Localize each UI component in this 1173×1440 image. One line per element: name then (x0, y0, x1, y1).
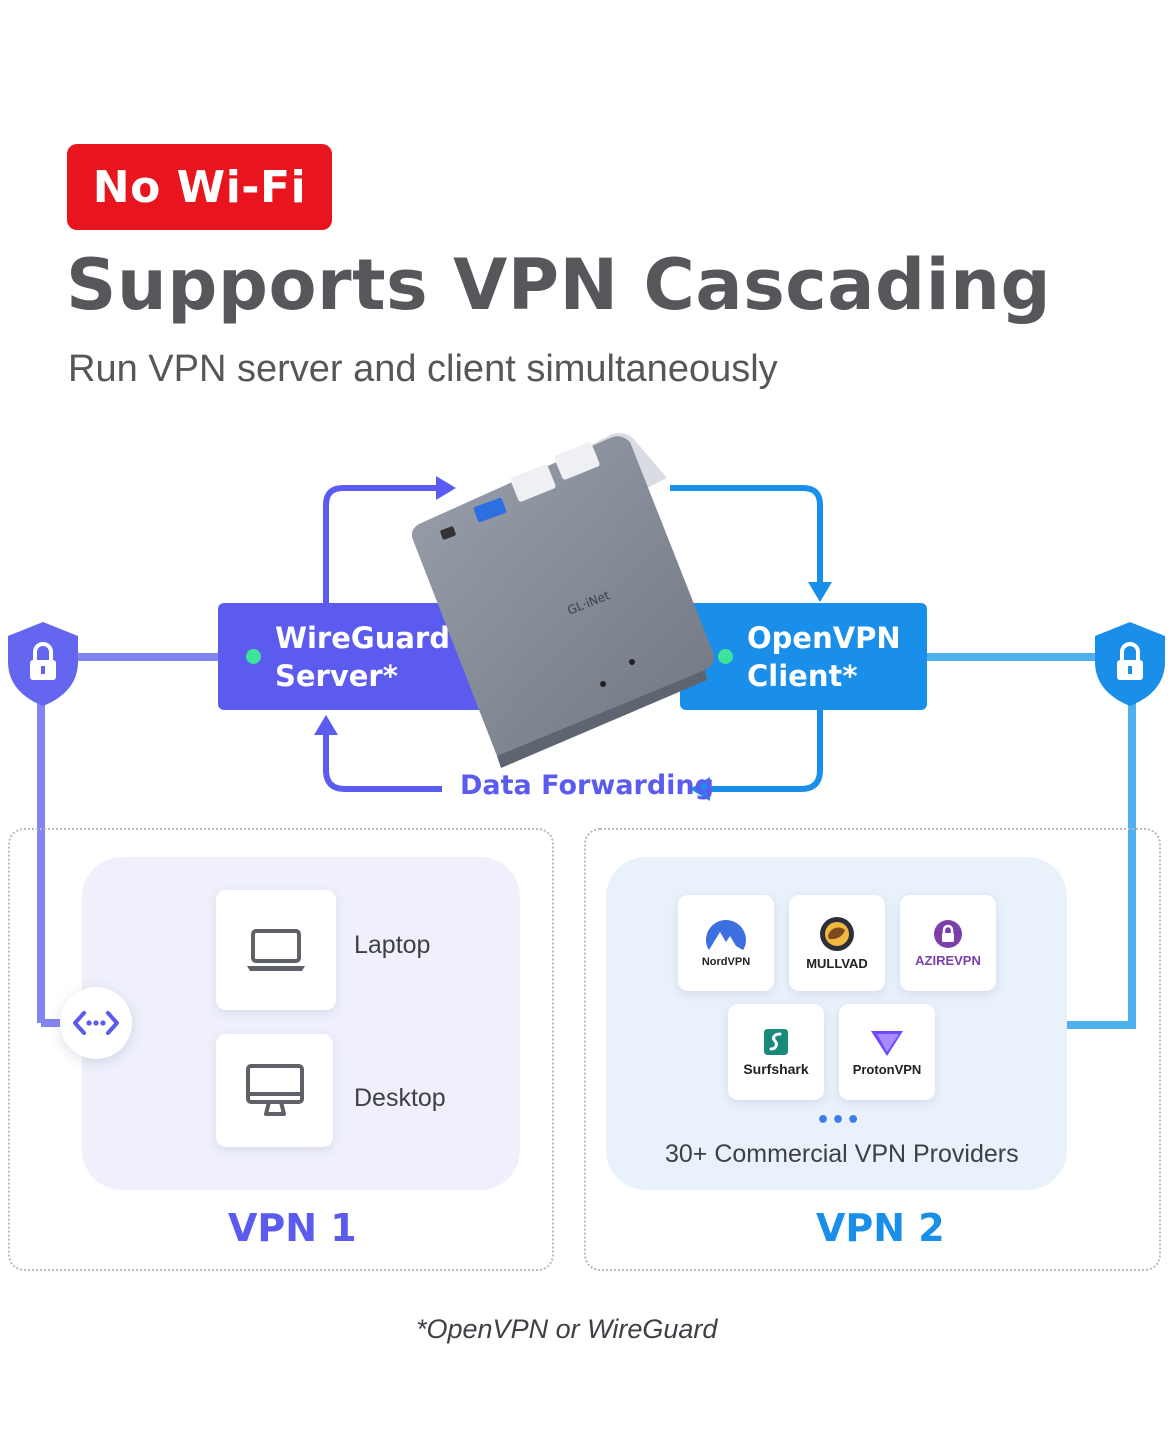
arrowhead-wg-to-device (436, 476, 456, 500)
arrow-ovpn-to-forwarding (706, 710, 823, 792)
surfshark-tile: Surfshark (728, 1004, 824, 1100)
laptop-icon (247, 929, 305, 971)
more-providers-dots: ••• (816, 1108, 862, 1133)
shield-lock-icon-right (1090, 618, 1170, 708)
arrow-device-to-ovpn (670, 485, 823, 585)
protonvpn-tile: ProtonVPN (839, 1004, 935, 1100)
data-forwarding-label: Data Forwarding (460, 770, 714, 801)
shield-lock-icon-left (3, 618, 83, 708)
network-share-icon (60, 987, 132, 1059)
page-subtitle: Run VPN server and client simultaneously (68, 348, 778, 390)
openvpn-client-pill: OpenVPN Client* (680, 603, 927, 710)
desktop-label: Desktop (354, 1084, 446, 1112)
openvpn-line1: OpenVPN (747, 620, 901, 655)
laptop-tile (216, 890, 336, 1010)
page-title: Supports VPN Cascading (66, 244, 1052, 326)
nordvpn-name: NordVPN (701, 956, 751, 968)
vpn1-label: VPN 1 (228, 1206, 357, 1250)
surfshark-logo (764, 1029, 788, 1055)
no-wifi-badge: No Wi-Fi (67, 144, 332, 230)
azirevpn-logo (934, 919, 962, 948)
arrow-forwarding-to-wg (323, 732, 442, 792)
vpn2-zone (584, 828, 1161, 1271)
mullvad-tile: MULLVAD (789, 895, 885, 991)
nordvpn-tile: NordVPN (678, 895, 774, 991)
openvpn-line2: Client* (747, 658, 858, 693)
mullvad-name: MULLVAD (806, 955, 868, 971)
arrowhead-forwarding-to-wg (314, 715, 338, 735)
status-dot (246, 649, 261, 664)
mullvad-logo (820, 916, 854, 951)
providers-caption: 30+ Commercial VPN Providers (665, 1140, 1019, 1168)
wireguard-line1: WireGuard (275, 620, 450, 655)
arrow-wg-to-device (323, 485, 440, 603)
azirevpn-name: AZIREVPN (915, 952, 981, 968)
desktop-monitor-icon (245, 1063, 304, 1116)
laptop-label: Laptop (354, 931, 431, 959)
surfshark-name: Surfshark (743, 1061, 809, 1077)
footnote: *OpenVPN or WireGuard (416, 1314, 718, 1344)
status-dot (718, 649, 733, 664)
router-device: GL·iNet (405, 430, 725, 770)
vpn1-zone (8, 828, 554, 1271)
protonvpn-name: ProtonVPN (852, 1061, 922, 1077)
wireguard-line2: Server* (275, 658, 398, 693)
azirevpn-tile: AZIREVPN (900, 895, 996, 991)
vpn2-label: VPN 2 (816, 1206, 945, 1250)
nordvpn-logo (706, 920, 746, 950)
arrowhead-ovpn-to-forwarding (690, 777, 710, 801)
badge-label: No Wi-Fi (92, 161, 307, 213)
arrowhead-device-to-ovpn (808, 582, 832, 602)
protonvpn-logo (871, 1030, 903, 1056)
desktop-tile (216, 1034, 333, 1147)
